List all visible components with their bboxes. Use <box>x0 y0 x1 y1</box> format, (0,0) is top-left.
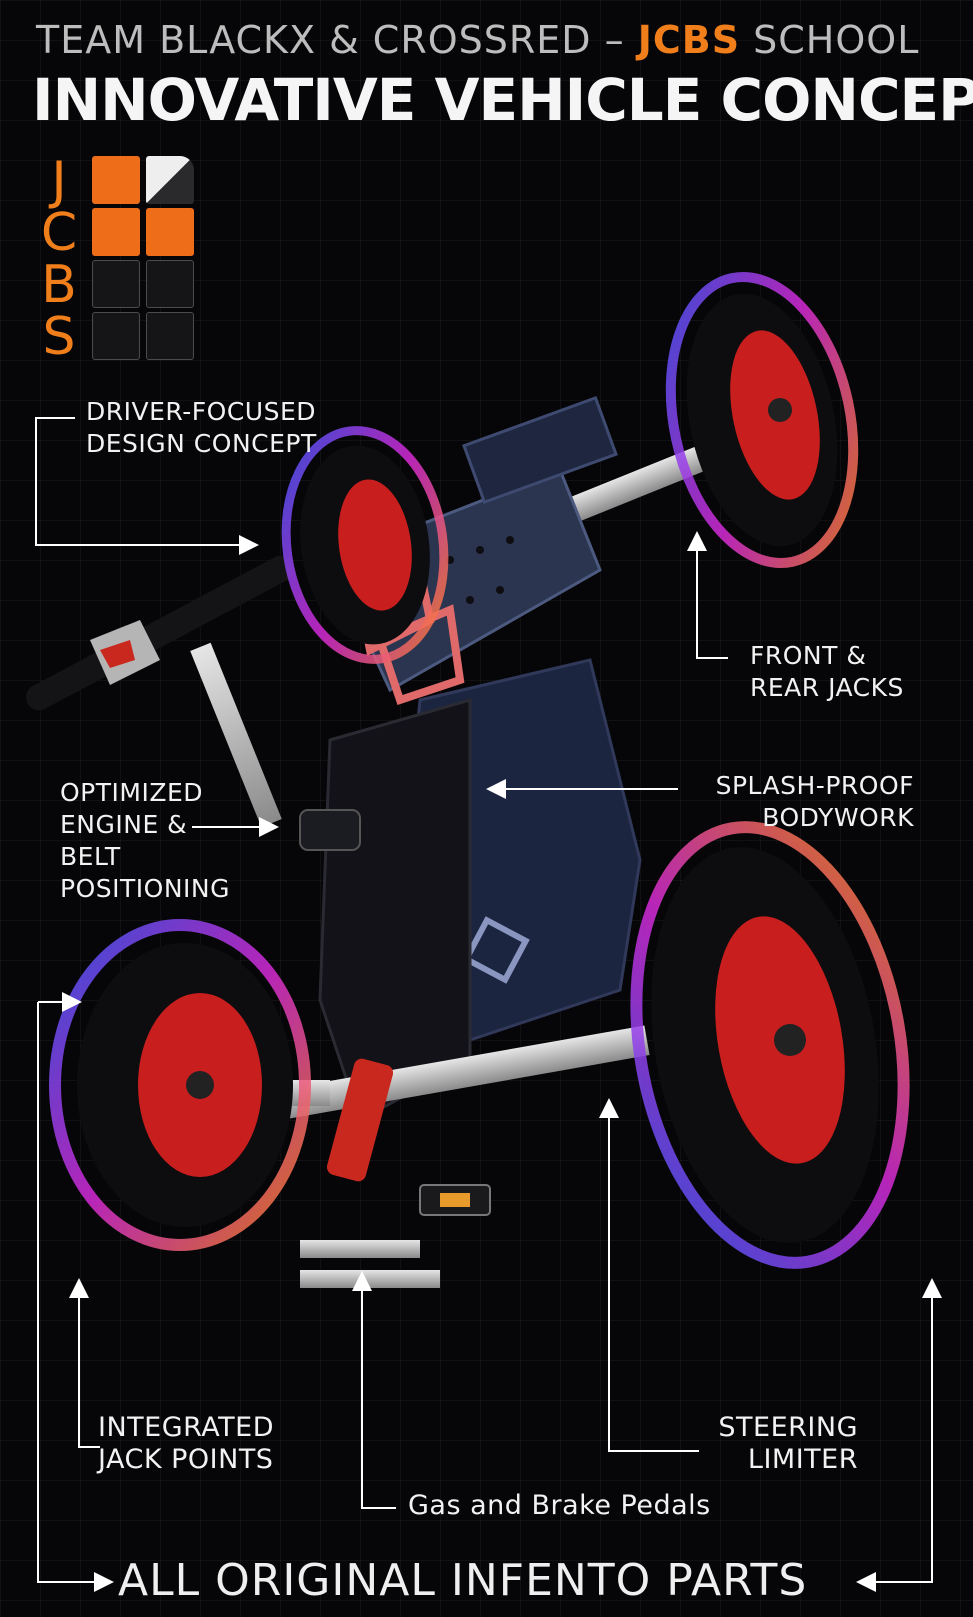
jcbs-logo: J C B S <box>34 151 204 367</box>
logo-tile <box>92 156 140 204</box>
logo-tile <box>92 260 140 308</box>
logo-tile <box>146 208 194 256</box>
logo-letter-j: J <box>51 151 67 211</box>
bodywork-panel <box>318 658 642 1123</box>
steering-column <box>26 555 361 851</box>
footer-caption: ALL ORIGINAL INFENTO PARTS <box>118 1555 808 1606</box>
callout-driver-focused: DRIVER-FOCUSED DESIGN CONCEPT <box>86 397 317 458</box>
callout-front-rear-jacks: FRONT & REAR JACKS <box>750 641 904 702</box>
front-left-wheel <box>281 426 449 664</box>
page-title: INNOVATIVE VEHICLE CONCEPT <box>32 66 973 134</box>
logo-letter-b: B <box>41 255 77 315</box>
brand-highlight: JCBS <box>637 18 741 62</box>
rear-left-wheel <box>49 919 311 1251</box>
logo-letter-c: C <box>40 203 78 263</box>
logo-tile <box>146 260 194 308</box>
team-subtitle: TEAM BLACKX & CROSSRED – JCBS SCHOOL <box>36 18 920 62</box>
logo-tile <box>146 156 194 204</box>
front-right-wheel <box>665 271 859 569</box>
rear-right-wheel <box>630 821 910 1269</box>
logo-tile <box>146 312 194 360</box>
logo-letter-s: S <box>42 307 76 367</box>
callout-integrated-jack: INTEGRATED JACK POINTS <box>98 1412 275 1475</box>
pedal-assembly <box>300 1058 491 1288</box>
callout-lines <box>35 417 942 1592</box>
callout-optimized-engine: OPTIMIZED ENGINE & BELT POSITIONING <box>60 778 230 903</box>
logo-tile <box>92 208 140 256</box>
callout-steering-limiter: STEERING LIMITER <box>718 1412 858 1475</box>
logo-tile <box>92 312 140 360</box>
callout-pedals: Gas and Brake Pedals <box>408 1490 711 1521</box>
callout-splash-proof: SPLASH-PROOF BODYWORK <box>715 771 914 832</box>
